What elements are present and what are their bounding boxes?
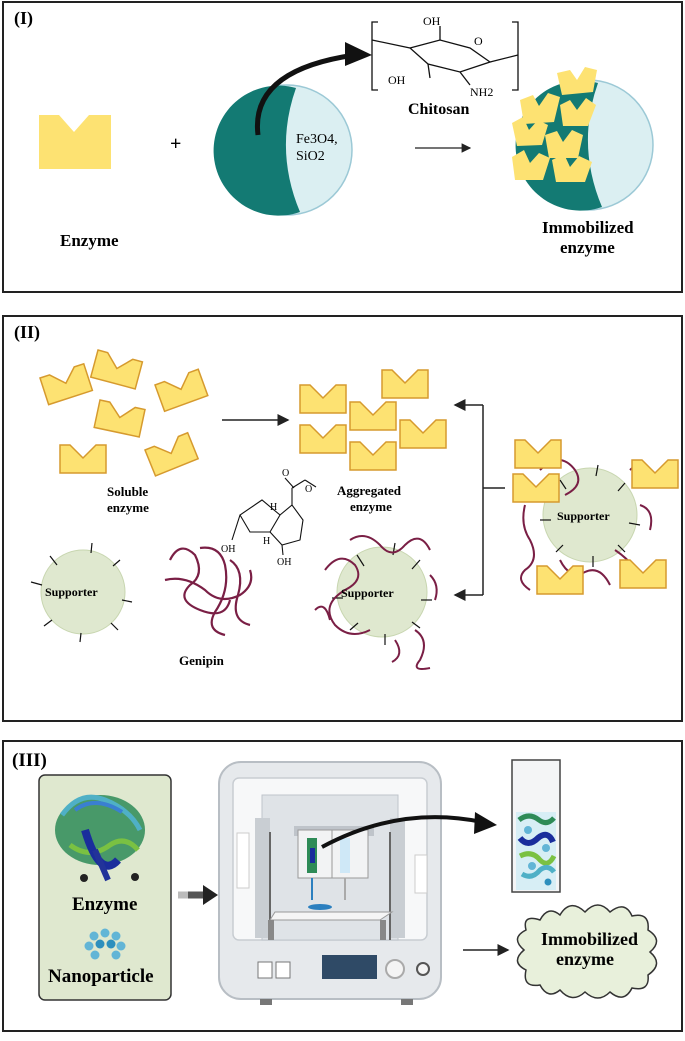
product-label-line1: Immobilized (542, 218, 634, 237)
genipin-structure (231, 477, 317, 556)
aggregated-label-line2: enzyme (350, 499, 392, 514)
genipin-ester-o: O (305, 484, 312, 495)
genipin-h-top: H (270, 502, 277, 513)
zoomed-tube (511, 759, 561, 893)
protein-structure-icon (55, 794, 145, 882)
supporter-left-label: Supporter (45, 585, 98, 599)
genipin-carbonyl-o: O (282, 468, 289, 479)
supporter-middle (314, 535, 438, 670)
chitosan-oh-left: OH (388, 73, 406, 87)
genipin-oh-left: OH (221, 544, 235, 555)
chitosan-nh2: NH2 (470, 85, 493, 99)
chitosan-ring-oxygen: O (474, 34, 483, 48)
chitosan-structure (371, 21, 519, 91)
bioprinter-icon (218, 761, 442, 1005)
nanoparticle-icon (84, 928, 126, 960)
plus-sign: + (170, 133, 181, 155)
core-composition-line1: Fe3O4, (296, 132, 338, 147)
panel-1-label: (I) (14, 8, 33, 29)
bracket-arrows (453, 399, 505, 601)
chitosan-oh-top: OH (423, 14, 441, 28)
soluble-label-line2: enzyme (107, 500, 149, 515)
curved-arrowhead (345, 42, 372, 66)
panel-2-label: (II) (14, 322, 40, 343)
immobilized-particle (512, 67, 654, 211)
chitosan-label: Chitosan (408, 101, 469, 118)
genipin-h-bottom: H (263, 536, 270, 547)
enzyme-label: Enzyme (60, 231, 119, 250)
supporter-left (30, 542, 133, 643)
product-label-line2: enzyme (560, 238, 615, 257)
supporter-right-label: Supporter (557, 509, 610, 523)
panel-3-label: (III) (12, 750, 47, 771)
supporter-right (512, 439, 679, 595)
soluble-label-line1: Soluble (107, 484, 148, 499)
curved-arrow (254, 52, 356, 136)
core-composition-line2: SiO2 (296, 149, 325, 164)
fe3o4-sio2-particle (213, 84, 353, 216)
genipin-label: Genipin (179, 653, 225, 668)
aggregated-label-line1: Aggregated (337, 483, 402, 498)
zoom-arrow (321, 815, 483, 849)
output-cloud (516, 904, 658, 999)
genipin-oh-right: OH (277, 557, 291, 568)
output-label-line1: Immobilized (541, 929, 638, 949)
enzyme-input-label: Enzyme (72, 894, 137, 915)
supporter-middle-label: Supporter (341, 586, 394, 600)
nanoparticle-input-label: Nanoparticle (48, 966, 154, 987)
output-label-line2: enzyme (556, 949, 614, 969)
genipin-strands (164, 546, 253, 637)
